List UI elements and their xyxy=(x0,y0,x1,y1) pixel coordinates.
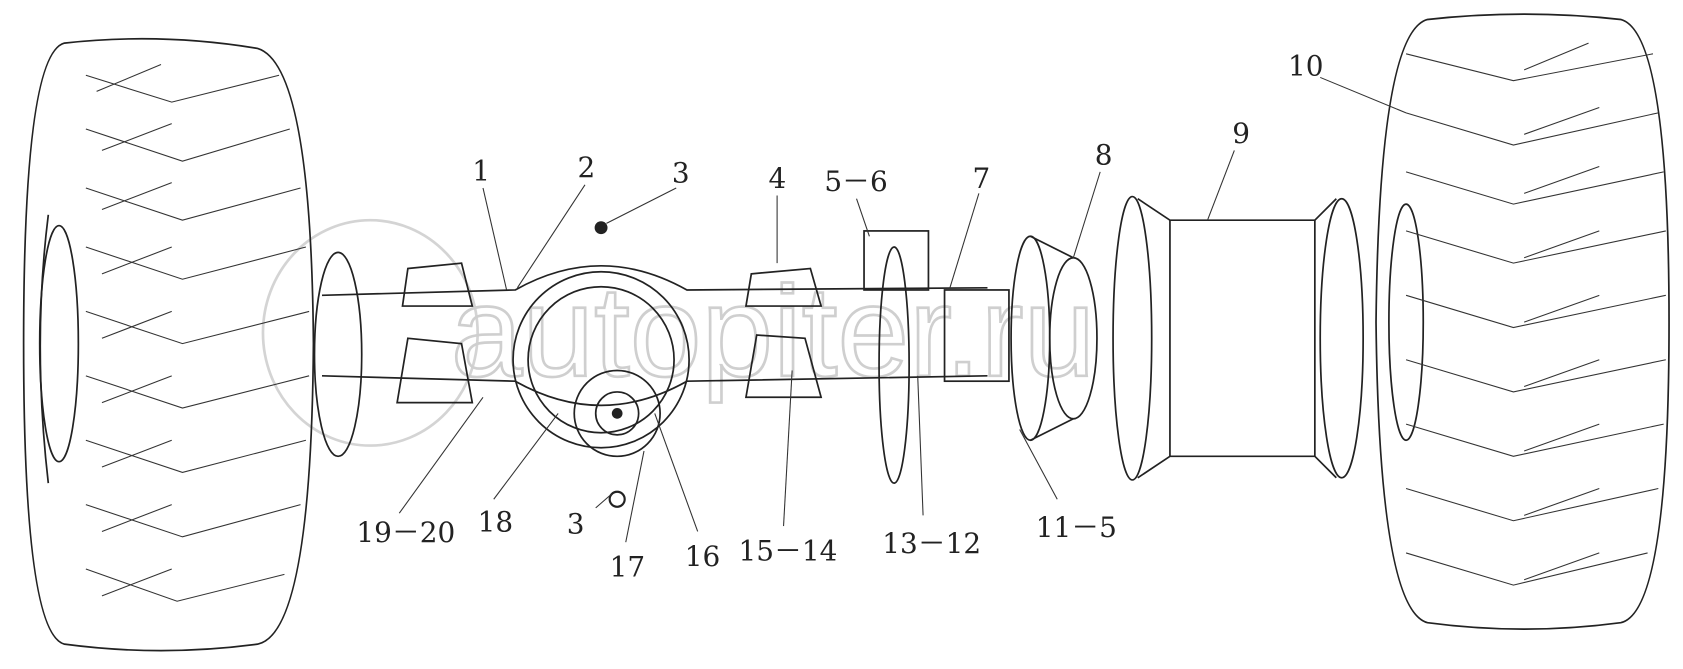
callout-3-bottom: 3 xyxy=(567,508,585,541)
left-tire xyxy=(22,37,315,652)
callout-9: 9 xyxy=(1232,117,1250,150)
callout-17: 17 xyxy=(610,551,646,584)
callout-15-14: 15－14 xyxy=(738,534,837,567)
callout-13-12: 13－12 xyxy=(882,527,981,560)
callout-2: 2 xyxy=(577,151,595,184)
callout-10: 10 xyxy=(1288,49,1323,82)
wheel-hub xyxy=(943,235,1098,442)
callout-19-20: 19－20 xyxy=(356,516,455,549)
callout-11-5: 11－5 xyxy=(1036,511,1117,544)
callout-3-top: 3 xyxy=(672,157,690,190)
callout-1: 1 xyxy=(472,154,490,187)
right-tire xyxy=(1375,13,1670,630)
callout-7: 7 xyxy=(972,162,990,195)
axle-housing xyxy=(313,230,988,485)
callout-8: 8 xyxy=(1095,138,1113,171)
watermark: autopiter.ru xyxy=(261,218,1097,447)
watermark-text: autopiter.ru xyxy=(451,260,1095,404)
callout-16: 16 xyxy=(685,540,721,573)
leader-lines xyxy=(398,76,1407,543)
callout-5-6: 5－6 xyxy=(824,165,887,198)
callout-18: 18 xyxy=(478,505,513,538)
differential xyxy=(512,221,690,508)
callout-labels: 1 2 3 4 5－6 7 8 9 10 19－20 18 3 17 16 15… xyxy=(356,49,1323,583)
wheel-rim xyxy=(1112,195,1365,481)
callout-4: 4 xyxy=(769,162,787,195)
